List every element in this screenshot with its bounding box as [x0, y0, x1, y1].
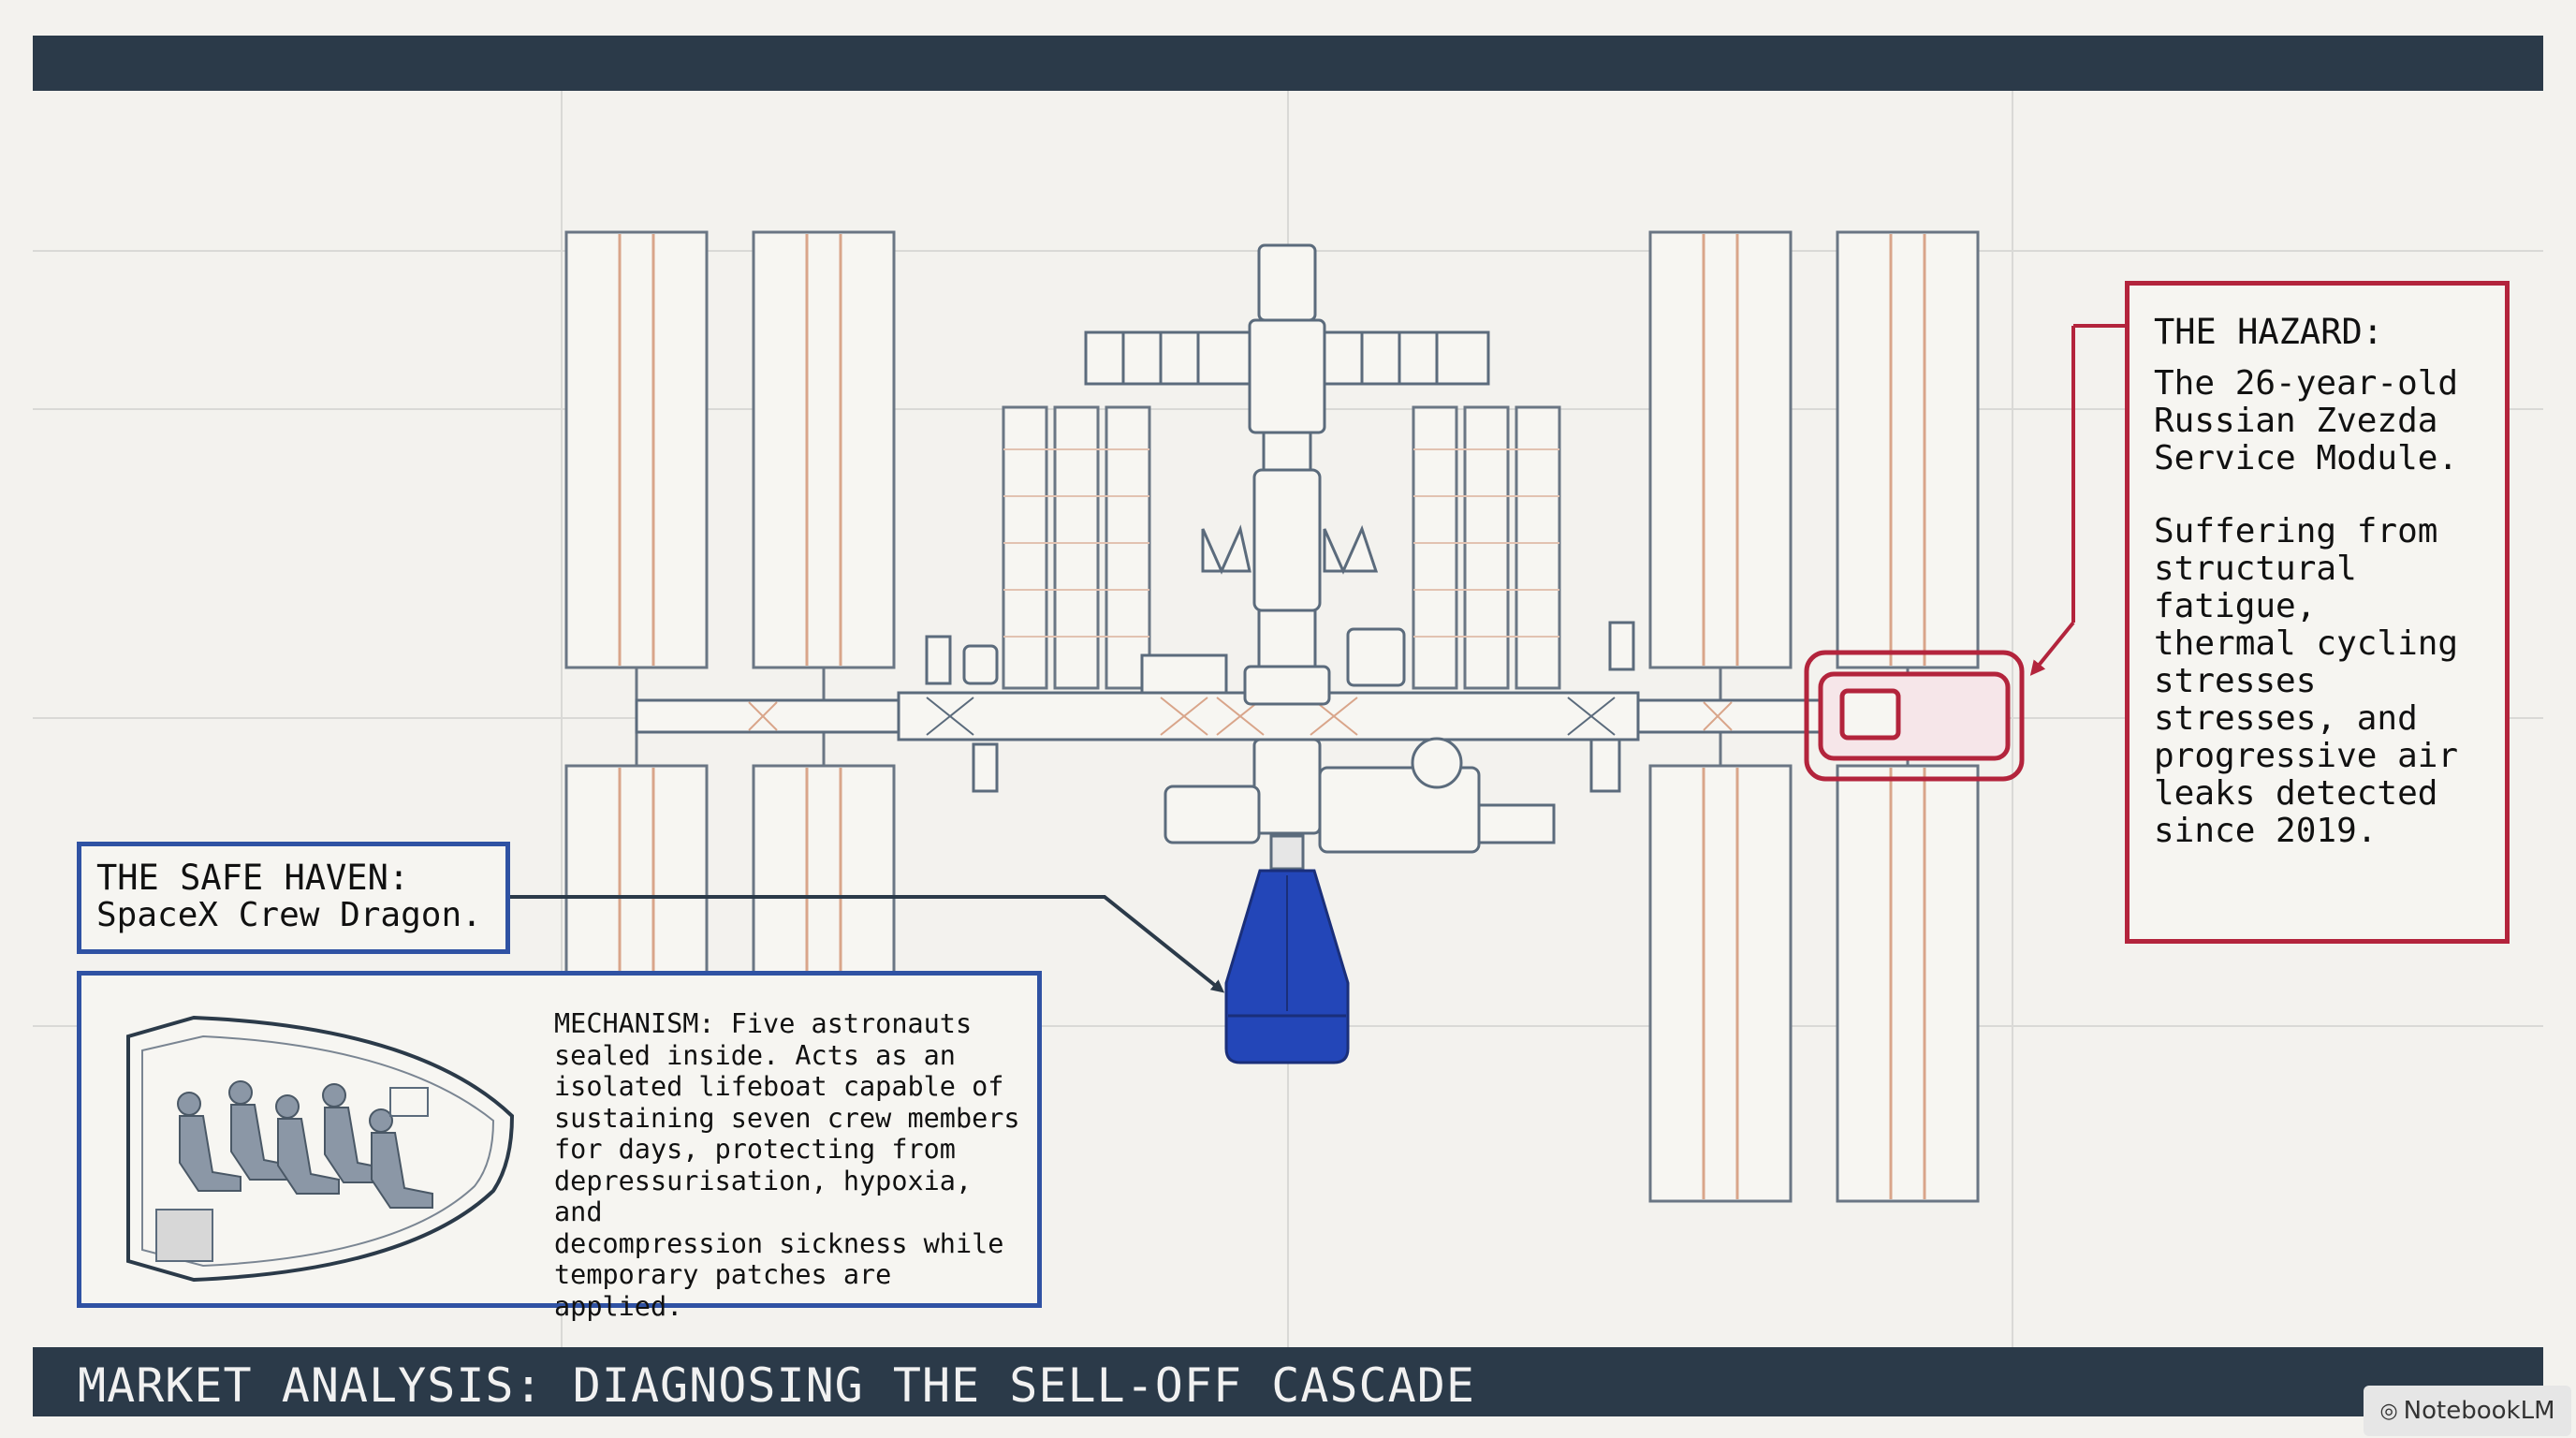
hazard-title: THE HAZARD: — [2154, 312, 2384, 352]
crew-dragon-capsule — [1224, 834, 1350, 1064]
safe-haven-leader-line — [510, 895, 1225, 993]
footer-bar: MARKET ANALYSIS: DIAGNOSING THE SELL-OFF… — [33, 1347, 2543, 1416]
radiator-ribs — [1003, 448, 1559, 638]
notebooklm-logo-icon: ◎ — [2379, 1399, 2398, 1423]
hazard-callout: THE HAZARD: The 26-year-old Russian Zvez… — [2125, 281, 2510, 944]
notebooklm-label: NotebookLM — [2403, 1397, 2555, 1425]
mechanism-panel: MECHANISM: Five astronauts sealed inside… — [77, 971, 1042, 1322]
crew-silhouettes — [177, 1080, 433, 1209]
notebooklm-badge[interactable]: ◎ NotebookLM — [2364, 1386, 2571, 1436]
main-truss — [635, 691, 1827, 741]
truss-accents — [748, 697, 1733, 736]
radiator-panels — [1002, 405, 1561, 690]
safe-haven-title: THE SAFE HAVEN: — [96, 858, 410, 898]
capsule-cutaway-illustration — [126, 1015, 515, 1283]
truss-crossbracing — [926, 697, 1616, 736]
footer-title: MARKET ANALYSIS: DIAGNOSING THE SELL-OFF… — [78, 1358, 1475, 1413]
safe-haven-callout: THE SAFE HAVEN: SpaceX Crew Dragon. — [77, 842, 510, 954]
central-module-stack — [925, 243, 1635, 854]
header-bar — [33, 36, 2543, 91]
zvezda-module — [1804, 650, 2025, 782]
central-solar-wings — [1084, 330, 1490, 575]
mechanism-description: MECHANISM: Five astronauts sealed inside… — [554, 1008, 1020, 1322]
hazard-details: Suffering from structural fatigue, therm… — [2154, 511, 2459, 850]
safe-haven-subtitle: SpaceX Crew Dragon. — [96, 896, 482, 934]
hazard-description: The 26-year-old Russian Zvezda Service M… — [2154, 363, 2459, 477]
